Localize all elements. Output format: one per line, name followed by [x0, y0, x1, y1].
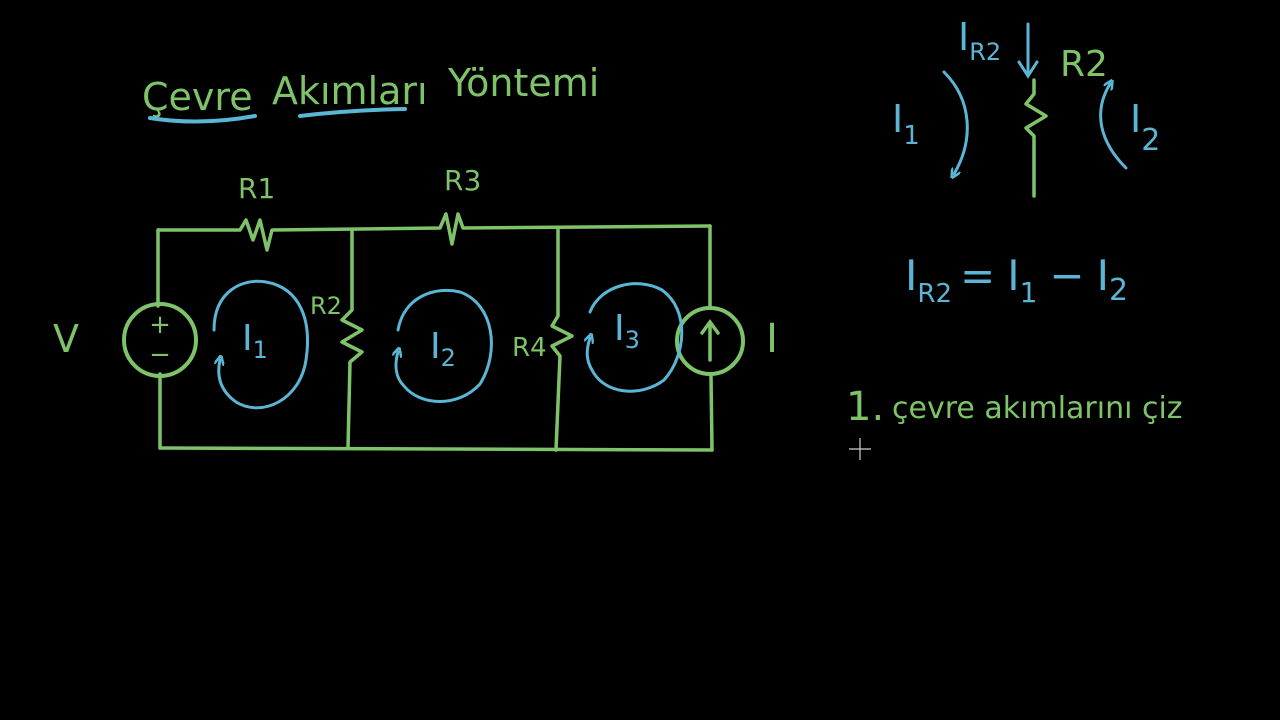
- voltage-source-minus: −: [149, 340, 171, 370]
- circuit-wires: [156, 212, 714, 452]
- title-word-akimlari: Akımları: [272, 69, 428, 113]
- steps: 1. çevre akımlarını çiz: [846, 384, 1183, 430]
- step-1-text: çevre akımlarını çiz: [892, 391, 1183, 426]
- detail-sketch: IR2 R2 I1 I2: [892, 15, 1160, 198]
- mesh-loop-2: [396, 288, 493, 403]
- mesh-current-i2: I2: [430, 326, 456, 372]
- equation-text: IR2=I1−I2: [905, 251, 1128, 309]
- title-underline-1: [148, 114, 257, 124]
- equation: IR2=I1−I2: [905, 251, 1128, 309]
- detail-i2-arrow: [1099, 84, 1128, 170]
- mesh-current-i3: I3: [614, 308, 640, 354]
- detail-r2-label: R2: [1060, 44, 1108, 85]
- crosshair-cursor-icon: [849, 438, 871, 460]
- resistor-label-r1: R1: [238, 172, 275, 205]
- step-1-number: 1.: [846, 384, 884, 430]
- detail-resistor: [1024, 78, 1048, 198]
- voltage-source-label: V: [53, 317, 79, 361]
- resistor-label-r3: R3: [444, 164, 481, 197]
- voltage-source: [122, 302, 198, 378]
- mesh-loop-1: [212, 279, 309, 410]
- resistor-labels: R1 R3 R2 R4: [238, 164, 547, 363]
- detail-ir2-label: IR2: [958, 15, 1001, 66]
- mesh-current-labels: I1 I2 I3: [242, 308, 640, 372]
- title-word-cevre: Çevre: [142, 75, 253, 119]
- resistor-label-r2: R2: [310, 292, 342, 320]
- title-word-yontemi: Yöntemi: [447, 61, 599, 105]
- detail-i2-label: I2: [1130, 97, 1160, 158]
- current-source-label: I: [766, 316, 778, 362]
- title-underline-2: [298, 107, 407, 118]
- detail-i1-arrow: [942, 70, 969, 174]
- detail-i1-label: I1: [892, 97, 920, 151]
- current-source: [675, 306, 745, 376]
- mesh-current-i1: I1: [242, 318, 268, 364]
- voltage-source-plus: +: [149, 310, 171, 340]
- mesh-loop-3: [587, 282, 684, 393]
- current-source-arrow: [700, 319, 720, 362]
- title: Çevre Akımları Yöntemi: [142, 61, 599, 119]
- resistor-label-r4: R4: [512, 333, 547, 363]
